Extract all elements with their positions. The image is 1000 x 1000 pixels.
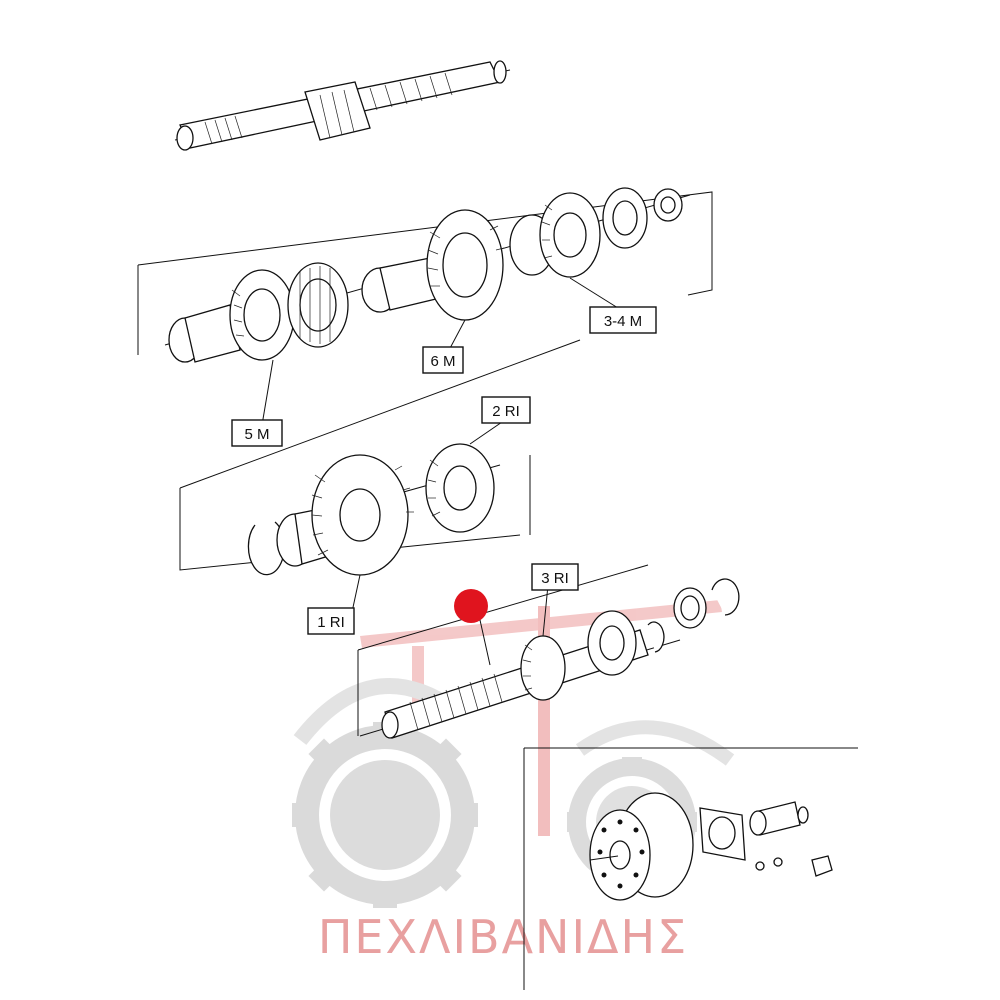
main-shaft-top: [174, 60, 511, 151]
gear-wheel-icon: [292, 722, 478, 908]
gear-2ri: [425, 443, 495, 533]
ball-bearing-input: [587, 610, 637, 676]
snap-ring-right: [711, 578, 740, 616]
svg-text:3-4 M: 3-4 M: [604, 313, 642, 330]
label-3-4m: 3-4 M: [589, 306, 657, 334]
output-shaft-assembly: [137, 187, 713, 426]
ball-bearing-right: [602, 187, 683, 249]
label-1ri: 1 RI: [307, 607, 355, 635]
synchro-sleeve-5m: [287, 262, 349, 348]
svg-text:1 RI: 1 RI: [317, 614, 345, 631]
red-dot-marker-icon: [454, 589, 488, 623]
guide-sleeve: [749, 801, 809, 836]
reverse-gear-assembly: [179, 339, 581, 613]
gear-3ri: [520, 635, 566, 701]
gear-3-4m: [509, 192, 601, 278]
svg-text:5 M: 5 M: [244, 426, 269, 443]
snap-ring-input: [647, 621, 665, 653]
label-5m: 5 M: [231, 419, 283, 447]
clutch-housing-assembly: [523, 747, 858, 990]
needle-cage: [673, 587, 707, 629]
input-shaft-assembly: [357, 564, 740, 739]
label-2ri: 2 RI: [481, 396, 531, 424]
label-3ri: 3 RI: [531, 563, 579, 591]
svg-text:2 RI: 2 RI: [492, 403, 520, 420]
svg-text:6 M: 6 M: [430, 353, 455, 370]
gear-5m: [229, 269, 295, 361]
gear-1ri: [311, 454, 414, 576]
clutch-drum: [589, 792, 694, 901]
gear-6m: [426, 209, 505, 321]
watermark-company-name: ΠΕΧΛΙΒΑΝΙΔΗΣ: [318, 910, 688, 964]
label-6m: 6 M: [422, 346, 464, 374]
svg-text:3 RI: 3 RI: [541, 570, 569, 587]
flange-plate: [699, 807, 746, 861]
bolt-set: [755, 855, 833, 877]
